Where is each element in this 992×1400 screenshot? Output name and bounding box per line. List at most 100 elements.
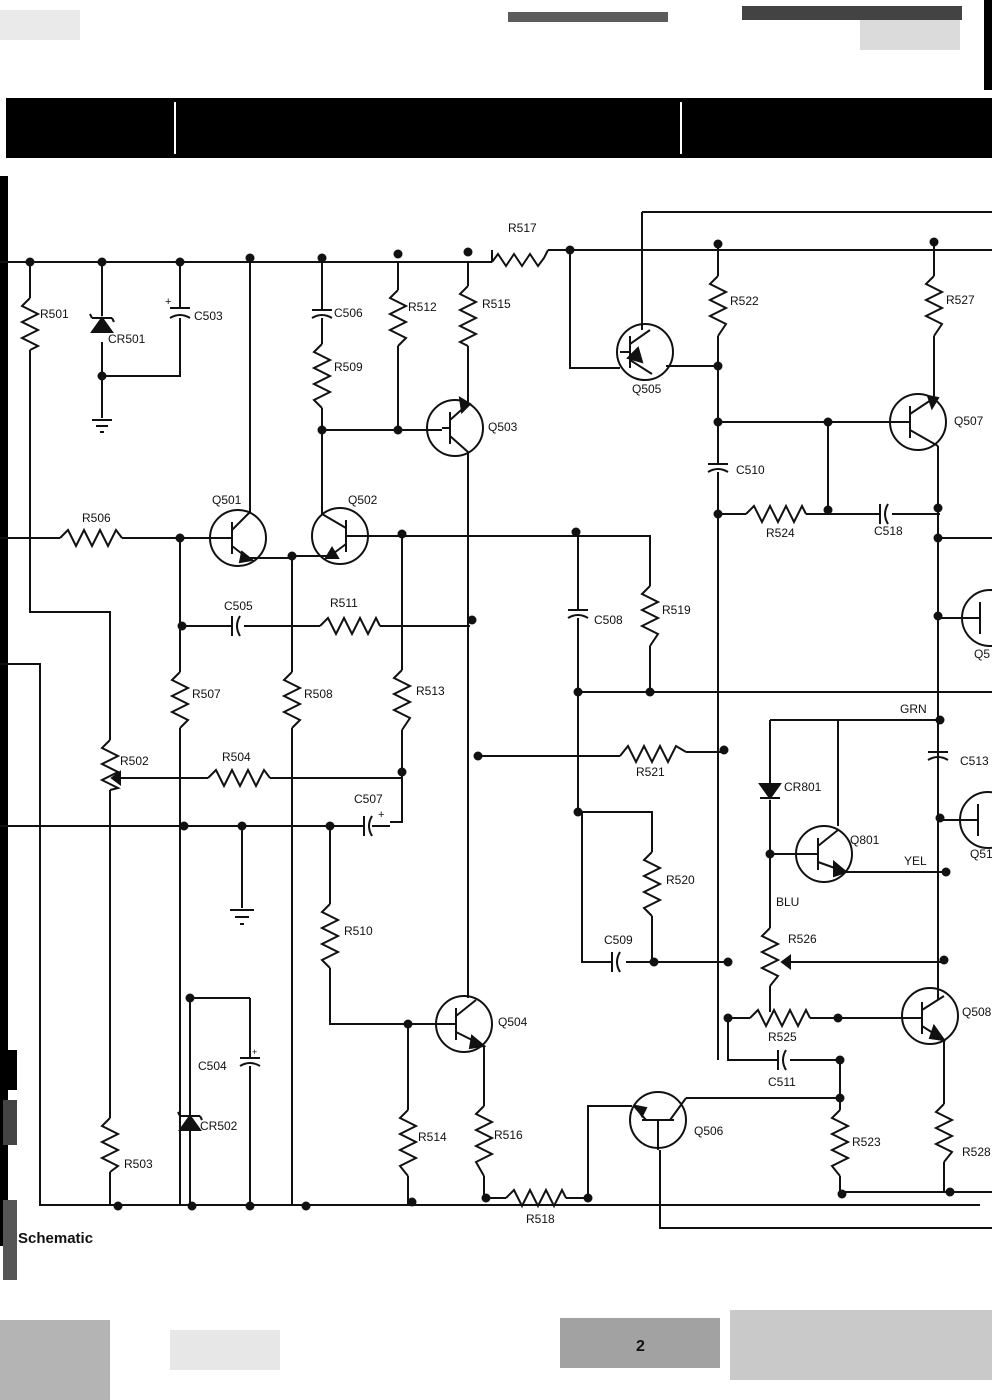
resistor-r520	[641, 851, 663, 917]
transistor-q506	[629, 1091, 687, 1150]
resistor-r527	[923, 275, 945, 337]
capacitor-c513	[927, 751, 949, 768]
label-r501: R501	[40, 307, 69, 321]
label-cr801: CR801	[784, 780, 822, 794]
label-q501: Q501	[212, 493, 242, 507]
resistor-r524	[745, 503, 807, 525]
junction-dots	[25, 237, 955, 1211]
label-r510: R510	[344, 924, 373, 938]
transistor-q5-partial	[960, 589, 992, 647]
label-q801: Q801	[850, 833, 880, 847]
resistor-r511	[319, 615, 381, 637]
label-r517: R517	[508, 221, 537, 235]
label-c509: C509	[604, 933, 633, 947]
transistor-q504	[408, 995, 493, 1053]
label-c510: C510	[736, 463, 765, 477]
label-c506: C506	[334, 306, 363, 320]
label-c511: C511	[768, 1075, 796, 1089]
resistor-r507	[169, 671, 191, 729]
label-q51-partial: Q51	[970, 847, 992, 861]
label-r513: R513	[416, 684, 445, 698]
label-q502: Q502	[348, 493, 378, 507]
capacitor-c504	[190, 997, 261, 1205]
label-c518: C518	[874, 524, 903, 538]
label-grn: GRN	[900, 702, 927, 716]
capacitor-c518	[879, 503, 889, 525]
resistor-r504	[207, 767, 271, 789]
label-r515: R515	[482, 297, 511, 311]
transistor-q501	[209, 509, 267, 567]
resistor-r525	[749, 1007, 811, 1029]
transistor-q502	[311, 507, 369, 565]
label-blu: BLU	[776, 895, 799, 909]
resistor-r515	[457, 285, 479, 347]
component-labels: R501 CR501 C503 C506 R509 R512 R515 R517…	[40, 221, 992, 1226]
label-r507: R507	[192, 687, 221, 701]
resistor-r509	[311, 343, 333, 409]
resistor-r518	[505, 1187, 567, 1209]
capacitors	[169, 307, 949, 1205]
page-number: 2	[636, 1338, 645, 1355]
polarity-c503: +	[165, 296, 171, 308]
capacitor-c510	[707, 456, 729, 480]
resistor-r514	[397, 1109, 419, 1177]
label-cr501: CR501	[108, 332, 146, 346]
label-r522: R522	[730, 294, 759, 308]
capacitor-c508	[567, 609, 589, 626]
resistor-r506	[59, 527, 123, 549]
label-r519: R519	[662, 603, 691, 617]
label-r512: R512	[408, 300, 437, 314]
resistor-r512	[387, 289, 409, 347]
label-r524: R524	[766, 526, 795, 540]
label-r528: R528	[962, 1145, 991, 1159]
label-q505: Q505	[632, 382, 662, 396]
resistor-r508	[281, 671, 303, 729]
resistor-r517	[491, 249, 549, 268]
transistor-q51-partial	[958, 791, 992, 849]
label-r514: R514	[418, 1130, 447, 1144]
resistors	[19, 249, 955, 1209]
label-r525: R525	[768, 1030, 797, 1044]
label-r523: R523	[852, 1135, 881, 1149]
label-r520: R520	[666, 873, 695, 887]
schematic-caption: Schematic	[18, 1230, 94, 1247]
label-q508: Q508	[962, 1005, 992, 1019]
polarity-c507: +	[378, 809, 384, 821]
label-r508: R508	[304, 687, 333, 701]
potentiometer-r502	[99, 739, 121, 791]
resistor-r519	[639, 585, 661, 647]
resistor-r522	[707, 275, 729, 337]
zener-cr502	[177, 998, 203, 1205]
label-cr502: CR502	[200, 1119, 238, 1133]
wiring	[0, 211, 992, 1229]
label-c507: C507	[354, 792, 383, 806]
capacitor-c511	[777, 1049, 787, 1071]
resistor-r513	[391, 669, 413, 731]
label-c513: C513	[960, 754, 989, 768]
label-r504: R504	[222, 750, 251, 764]
label-q507: Q507	[954, 414, 984, 428]
label-r526: R526	[788, 932, 817, 946]
capacitor-c507	[363, 815, 390, 837]
transistors	[209, 212, 992, 1150]
label-q503: Q503	[488, 420, 518, 434]
label-c503: C503	[194, 309, 223, 323]
potentiometer-r526	[759, 927, 781, 987]
label-yel: YEL	[904, 854, 927, 868]
label-c504: C504	[198, 1059, 227, 1073]
resistor-r521	[619, 743, 687, 765]
zener-cr501	[89, 313, 115, 333]
resistor-r503	[99, 1117, 121, 1173]
label-q5-partial: Q5	[974, 647, 990, 661]
label-r527: R527	[946, 293, 975, 307]
label-c508: C508	[594, 613, 623, 627]
label-r503: R503	[124, 1157, 153, 1171]
resistor-r528	[933, 1103, 955, 1163]
capacitor-c506	[311, 309, 333, 319]
label-r518: R518	[526, 1212, 555, 1226]
resistor-r523	[829, 1109, 851, 1177]
transistor-q505	[616, 212, 674, 381]
label-q504: Q504	[498, 1015, 528, 1029]
